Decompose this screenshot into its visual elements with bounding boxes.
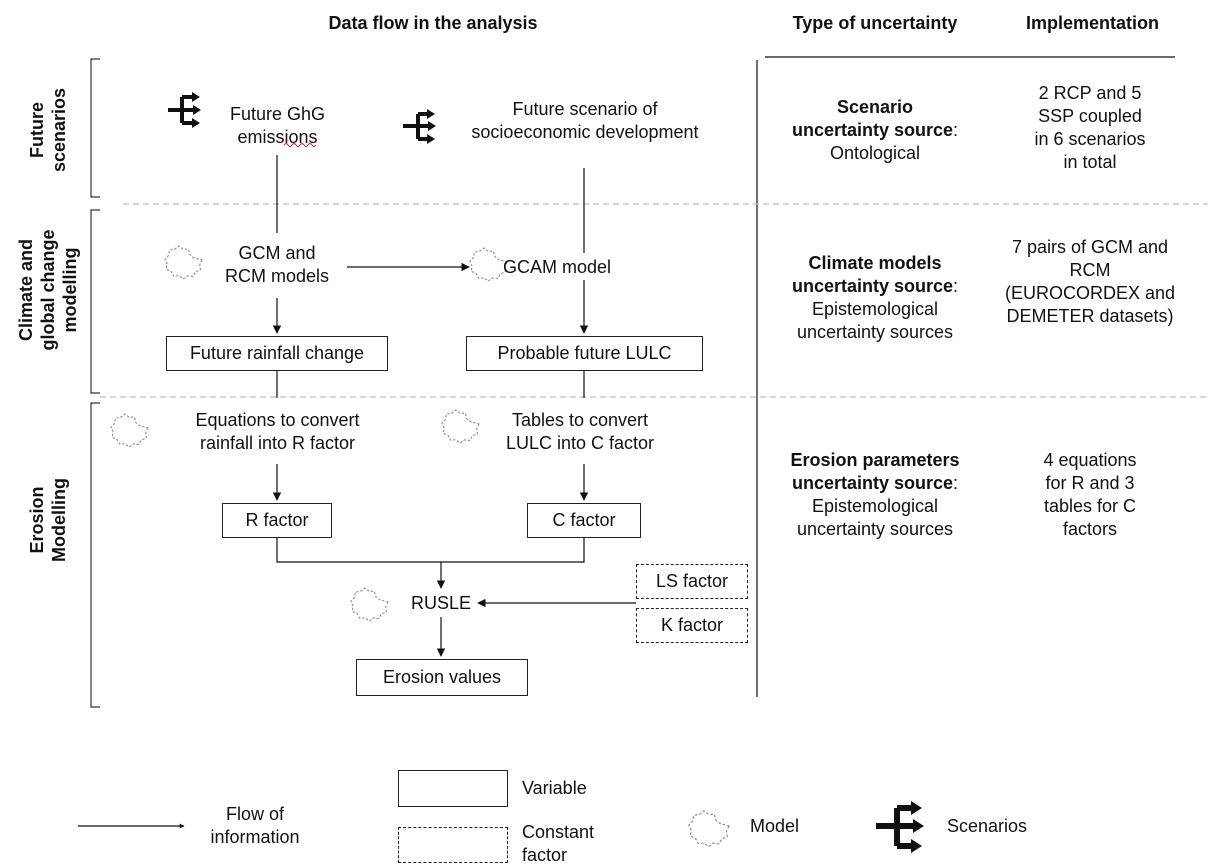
node-rusle: RUSLE: [410, 593, 472, 613]
ghg-scenario-icon: [168, 92, 201, 128]
box-erosion-values: Erosion values: [356, 659, 528, 696]
socio-scenario-icon: [403, 109, 436, 144]
legend-constant-box: [398, 827, 508, 863]
legend-gear-icon: [688, 810, 730, 848]
legend-scenarios-icon: [876, 801, 924, 853]
equations-gear-icon: [110, 413, 149, 448]
box-ls-factor: LS factor: [636, 564, 748, 599]
gcm-gear-icon: [164, 245, 203, 280]
uncertainty-scenario: Scenario uncertainty source: Ontological: [791, 97, 959, 163]
box-k-factor: K factor: [636, 608, 748, 643]
box-r-factor: R factor: [222, 503, 332, 538]
legend-scenarios-label: Scenarios: [947, 816, 1028, 836]
legend-variable-box: [398, 770, 508, 807]
rusle-gear-icon: [350, 587, 389, 622]
header-implementation: Implementation: [1025, 13, 1159, 33]
uncertainty-climate: Climate models uncertainty source: Epist…: [791, 253, 959, 342]
uncertainty-erosion: Erosion parameters uncertainty source: E…: [790, 450, 960, 539]
legend-model-label: Model: [750, 816, 800, 836]
box-future-rainfall-change: Future rainfall change: [166, 336, 388, 371]
legend-variable-label: Variable: [522, 778, 587, 798]
box-c-factor: C factor: [527, 503, 641, 538]
box-probable-future-lulc: Probable future LULC: [466, 336, 703, 371]
header-data-flow: Data flow in the analysis: [328, 13, 538, 33]
header-uncertainty-type: Type of uncertainty: [792, 13, 958, 33]
node-gcam: GCAM model: [502, 257, 612, 277]
tables-gear-icon: [441, 409, 480, 444]
